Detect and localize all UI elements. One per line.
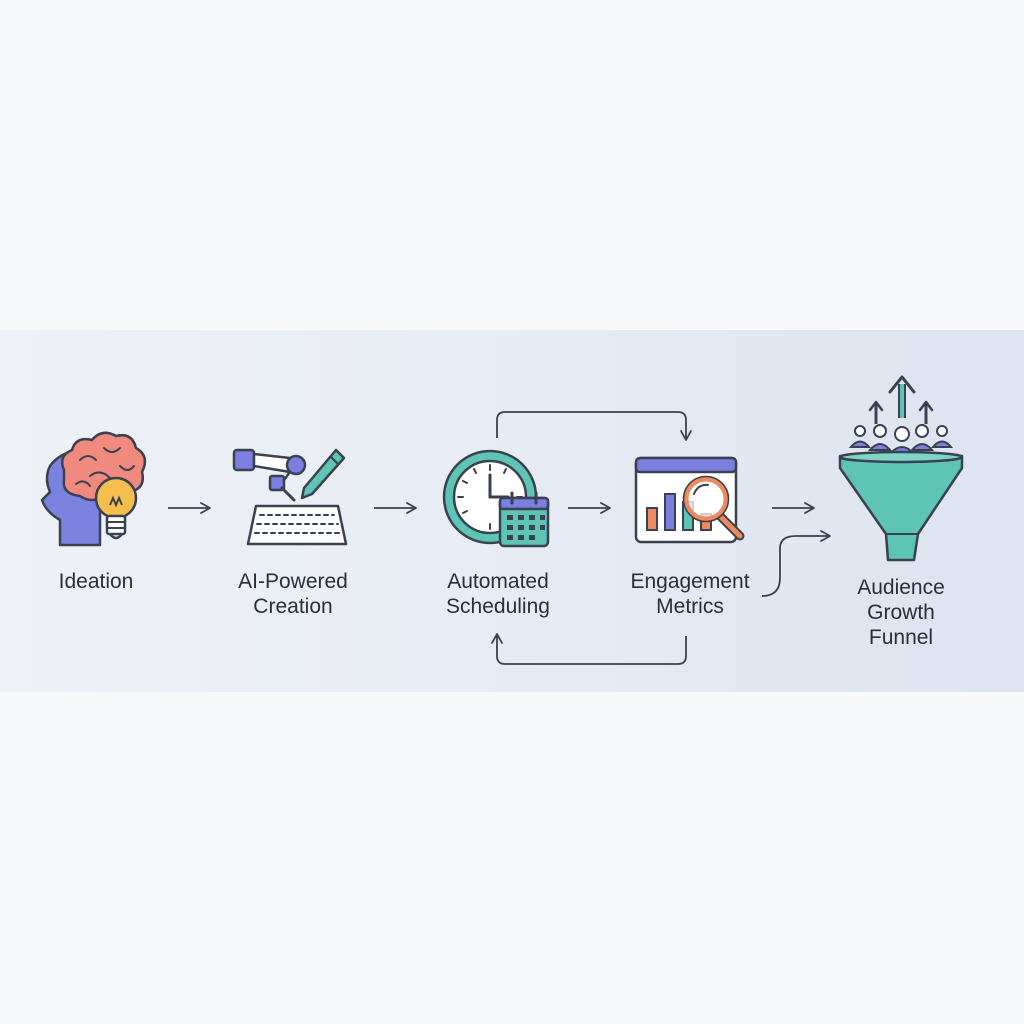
clock-calendar-icon xyxy=(442,449,550,548)
label-funnel-line3: Funnel xyxy=(869,626,933,649)
chart-magnifier-icon xyxy=(634,456,745,544)
loop-bottom-arrow xyxy=(491,633,687,665)
label-ai-creation-line2: Creation xyxy=(253,595,332,618)
brain-lightbulb-icon xyxy=(40,431,147,547)
loop-arrows xyxy=(491,411,831,665)
growth-arrow-icon xyxy=(868,375,934,424)
label-ai-creation-line1: AI-Powered xyxy=(238,570,348,593)
robot-arm-pen-keyboard-icon xyxy=(232,448,348,546)
arrow-metrics-side-to-funnel xyxy=(761,530,831,597)
label-funnel-line2: Growth xyxy=(867,601,935,624)
label-ideation: Ideation xyxy=(59,570,134,593)
loop-top-arrow xyxy=(496,411,692,441)
step-labels: Ideation AI-Powered Creation Automated S… xyxy=(59,570,945,649)
label-metrics-line1: Engagement xyxy=(630,570,749,593)
label-metrics-line2: Metrics xyxy=(656,595,724,618)
label-scheduling-line1: Automated xyxy=(447,570,549,593)
label-funnel-line1: Audience xyxy=(857,576,945,599)
audience-people-icon xyxy=(848,424,954,455)
label-scheduling-line2: Scheduling xyxy=(446,595,550,618)
audience-funnel-icon xyxy=(838,375,964,562)
